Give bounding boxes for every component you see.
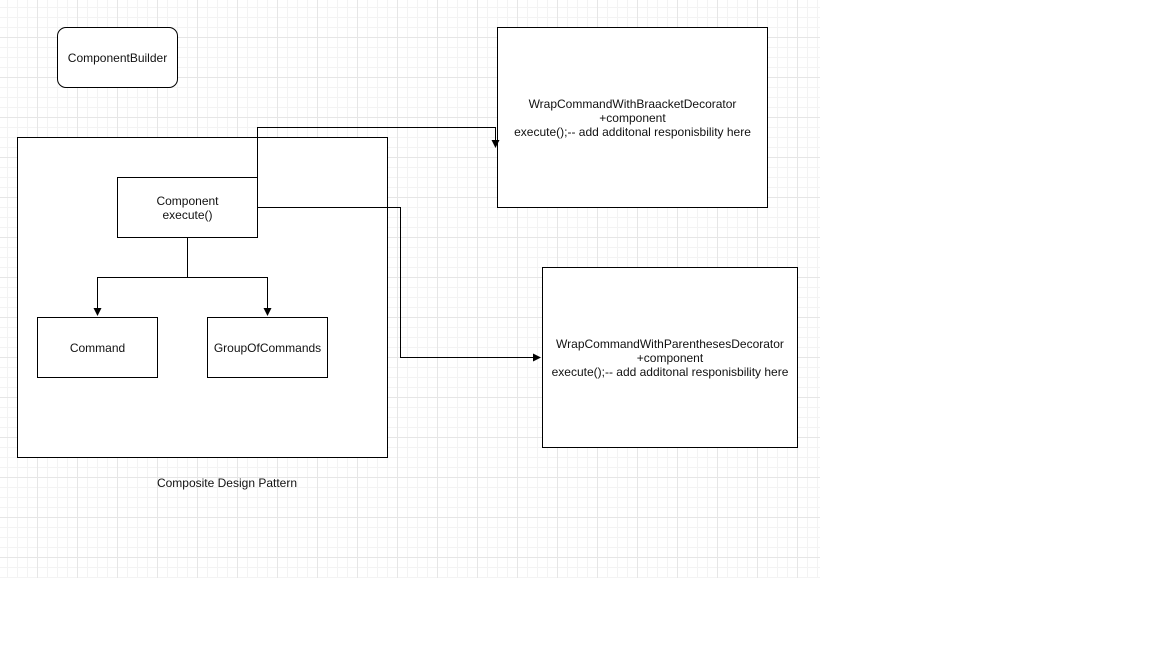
parentheses-decorator-node[interactable]: WrapCommandWithParenthesesDecorator +com…	[542, 267, 798, 448]
parentheses-decorator-method: execute();-- add additonal responisbilit…	[551, 364, 789, 379]
component-builder-label: ComponentBuilder	[67, 50, 168, 65]
parentheses-decorator-name: WrapCommandWithParenthesesDecorator	[556, 336, 784, 351]
component-name: Component	[156, 193, 219, 208]
parentheses-decorator-field: +component	[636, 350, 704, 365]
component-builder-node[interactable]: ComponentBuilder	[57, 27, 178, 88]
command-node[interactable]: Command	[37, 317, 158, 378]
bracket-decorator-name: WrapCommandWithBraacketDecorator	[528, 96, 737, 111]
group-of-commands-node[interactable]: GroupOfCommands	[207, 317, 328, 378]
bracket-decorator-node[interactable]: WrapCommandWithBraacketDecorator +compon…	[497, 27, 768, 208]
bracket-decorator-method: execute();-- add additonal responisbilit…	[514, 124, 751, 139]
component-node[interactable]: Component execute()	[117, 177, 258, 238]
composite-pattern-caption: Composite Design Pattern	[156, 476, 298, 490]
command-label: Command	[69, 340, 126, 355]
group-of-commands-label: GroupOfCommands	[213, 340, 322, 355]
bracket-decorator-field: +component	[599, 110, 666, 125]
component-method: execute()	[162, 207, 213, 222]
